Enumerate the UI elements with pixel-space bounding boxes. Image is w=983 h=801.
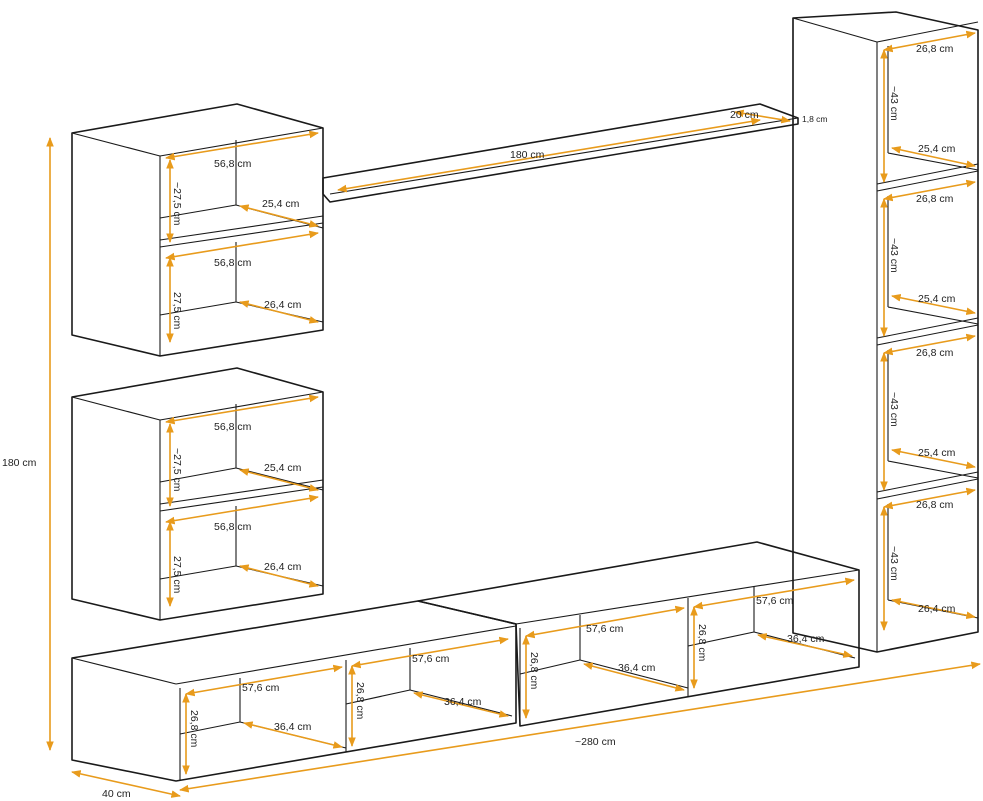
total-width-label: ~280 cm: [575, 736, 616, 748]
column-1-depth-label: 25,4 cm: [918, 143, 956, 155]
column-3-width-label: 26,8 cm: [916, 347, 954, 359]
tv-right-b-depth-label: 36,4 cm: [787, 633, 825, 645]
lower-bottom-width-label: 56,8 cm: [214, 521, 252, 533]
lower-bottom-height-label: 27,5 cm: [171, 556, 183, 594]
lower-top-width-label: 56,8 cm: [214, 421, 252, 433]
shelf-length-label: 180 cm: [510, 149, 545, 161]
wall-cabinet-lower: 56,8 cm ~27,5 cm 25,4 cm 56,8 cm 27,5 cm…: [71, 367, 324, 621]
shelf-thickness-label: 1,8 cm: [802, 114, 828, 124]
upper-bottom-width-label: 56,8 cm: [214, 257, 252, 269]
lower-bottom-depth-label: 26,4 cm: [264, 561, 302, 573]
tall-column-cabinet: 26,8 cm ~43 cm 25,4 cm 26,8 cm ~43 cm 25…: [792, 11, 979, 653]
upper-top-height-label: ~27,5 cm: [171, 182, 183, 226]
tv-left-a-depth-label: 36,4 cm: [274, 721, 312, 733]
tv-right-a-height-label: 26,8 cm: [528, 652, 540, 690]
wall-cabinet-upper: 56,8 cm ~27,5 cm 25,4 cm 56,8 cm 27,5 cm…: [71, 103, 324, 357]
tv-right-b-height-label: 26,8 cm: [696, 624, 708, 662]
column-2-width-label: 26,8 cm: [916, 193, 954, 205]
lower-top-height-label: ~27,5 cm: [171, 448, 183, 492]
depth-label: 40 cm: [102, 788, 131, 800]
overall-height-dimension: 180 cm: [2, 137, 54, 751]
upper-bottom-depth-label: 26,4 cm: [264, 299, 302, 311]
wall-shelf: 180 cm 20 cm 1,8 cm: [322, 103, 828, 203]
tv-cabinet-left: 57,6 cm 26,8 cm 36,4 cm 57,6 cm 26,8 cm …: [71, 600, 517, 782]
tv-right-b-width-label: 57,6 cm: [756, 595, 794, 607]
upper-top-depth-label: 25,4 cm: [262, 198, 300, 210]
tv-left-b-width-label: 57,6 cm: [412, 653, 450, 665]
depth-dimension: 40 cm: [71, 770, 181, 800]
tv-left-a-height-label: 26,8 cm: [188, 710, 200, 748]
tv-right-a-depth-label: 36,4 cm: [618, 662, 656, 674]
upper-top-width-label: 56,8 cm: [214, 158, 252, 170]
tv-left-b-height-label: 26,8 cm: [354, 682, 366, 720]
column-2-depth-label: 25,4 cm: [918, 293, 956, 305]
column-3-depth-label: 25,4 cm: [918, 447, 956, 459]
column-4-height-label: ~43 cm: [888, 546, 900, 581]
column-4-width-label: 26,8 cm: [916, 499, 954, 511]
upper-bottom-height-label: 27,5 cm: [171, 292, 183, 330]
column-2-height-label: ~43 cm: [888, 238, 900, 273]
overall-width-dimension: ~280 cm: [179, 661, 981, 793]
column-1-height-label: ~43 cm: [888, 86, 900, 121]
lower-top-depth-label: 25,4 cm: [264, 462, 302, 474]
total-height-label: 180 cm: [2, 457, 37, 469]
tv-right-a-width-label: 57,6 cm: [586, 623, 624, 635]
tv-left-a-width-label: 57,6 cm: [242, 682, 280, 694]
tv-left-b-depth-label: 36,4 cm: [444, 696, 482, 708]
column-1-width-label: 26,8 cm: [916, 43, 954, 55]
shelf-depth-label: 20 cm: [730, 109, 759, 121]
column-4-depth-label: 26,4 cm: [918, 603, 956, 615]
column-3-height-label: ~43 cm: [888, 392, 900, 427]
